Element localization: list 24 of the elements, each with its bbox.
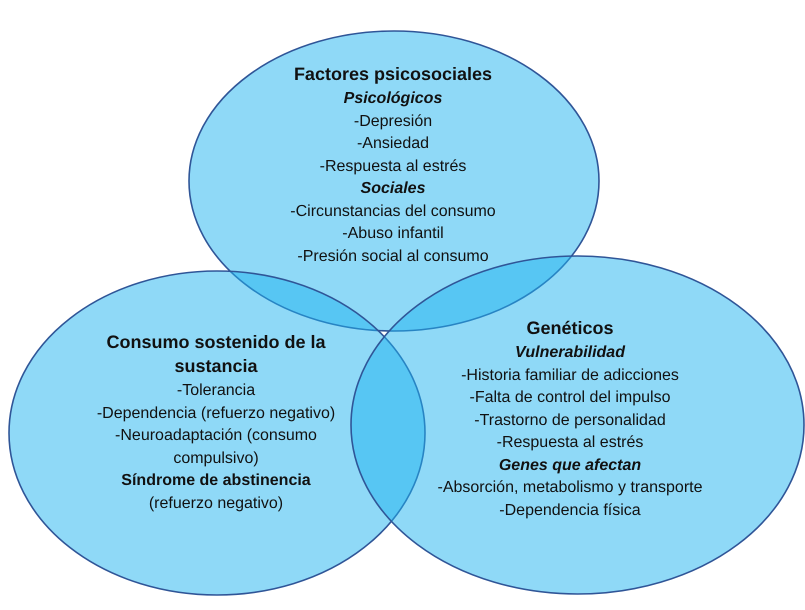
- category-heading: Vulnerabilidad: [514, 343, 626, 363]
- list-item: -Ansiedad: [356, 134, 430, 154]
- circle-heading: Consumo sostenido de la sustancia: [105, 331, 327, 378]
- list-item: -Falta de control del impulso: [468, 388, 672, 408]
- category-heading: Síndrome de abstinencia: [120, 471, 312, 491]
- circle-heading: Factores psicosociales: [292, 63, 494, 86]
- list-item: -Respuesta al estrés: [496, 433, 644, 453]
- list-item: -Depresión: [352, 112, 434, 132]
- list-item: -Tolerancia: [176, 381, 256, 401]
- list-item: -Presión social al consumo: [296, 246, 490, 266]
- list-item: -Trastorno de personalidad: [473, 410, 667, 430]
- list-item: -Historia familiar de adicciones: [460, 366, 680, 386]
- list-item: -Circunstancias del consumo: [289, 202, 497, 222]
- list-item: -Abuso infantil: [341, 224, 445, 244]
- list-item: -Absorción, metabolismo y transporte: [436, 478, 704, 498]
- category-heading: Psicológicos: [342, 89, 444, 109]
- list-item: -Dependencia (refuerzo negativo): [96, 404, 336, 424]
- list-item: -Dependencia física: [498, 500, 642, 520]
- list-item: -Neuroadaptación (consumo compulsivo): [114, 426, 318, 468]
- category-heading: Genes que afectan: [498, 456, 642, 476]
- category-heading: Sociales: [360, 179, 426, 199]
- list-item: (refuerzo negativo): [148, 494, 284, 514]
- circle-heading: Genéticos: [525, 317, 615, 340]
- list-item: -Respuesta al estrés: [318, 156, 468, 176]
